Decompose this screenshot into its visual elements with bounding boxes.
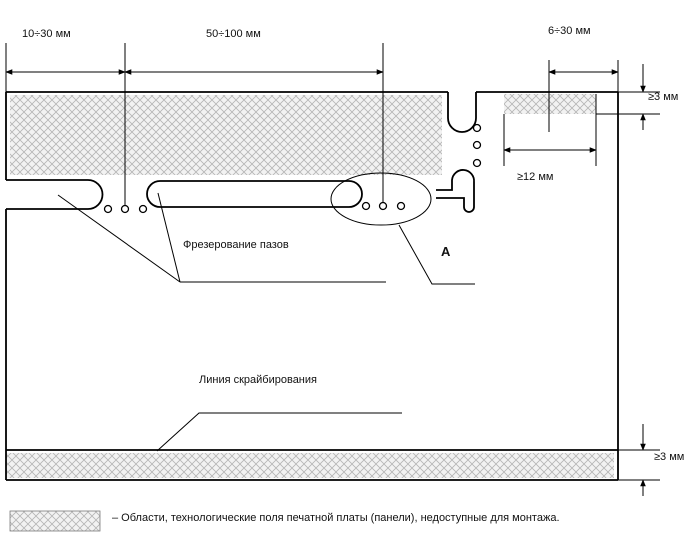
dim-top-edge-label: ≥3 мм: [648, 91, 678, 103]
slot-right-corner: [436, 169, 475, 213]
restricted-area-top-right: [504, 94, 596, 114]
callout-scribe-line: Линия скрайбирования: [156, 374, 402, 452]
restricted-areas: [6, 94, 614, 478]
legend-swatch: [9, 510, 101, 532]
dim-middle-label: 50÷100 мм: [206, 28, 261, 40]
dimension-top-right: 6÷30 мм: [548, 25, 619, 132]
hole: [396, 201, 406, 211]
dim-bottom-edge-label: ≥3 мм: [654, 451, 684, 463]
legend-text: – Области, технологические поля печатной…: [112, 512, 560, 524]
restricted-area-bottom: [6, 453, 614, 478]
breakaway-holes: [103, 123, 482, 214]
slot-left: [6, 179, 104, 210]
dimension-min-gap: ≥12 мм: [503, 94, 597, 183]
detail-a-label: А: [441, 244, 451, 259]
hole: [103, 204, 113, 214]
scribe-line-label: Линия скрайбирования: [199, 374, 317, 386]
hole: [472, 158, 482, 168]
callout-slot-milling: Фрезерование пазов: [57, 192, 386, 283]
dim-top-right-label: 6÷30 мм: [548, 25, 591, 37]
slot-right-vertical: [447, 92, 477, 133]
dimension-middle: 50÷100 мм: [124, 28, 384, 202]
legend: – Области, технологические поля печатной…: [9, 510, 560, 532]
detail-a-ellipse: [330, 172, 432, 226]
slot-middle: [146, 180, 363, 208]
hole: [472, 123, 482, 133]
restricted-area-top-left: [10, 95, 442, 175]
dimension-top-edge: ≥3 мм: [596, 64, 678, 130]
dimension-bottom-edge: ≥3 мм: [618, 424, 684, 496]
callout-detail-a: А: [398, 224, 475, 285]
hole: [120, 204, 130, 214]
dim-min-gap-label: ≥12 мм: [517, 171, 553, 183]
dim-left-label: 10÷30 мм: [22, 28, 71, 40]
panel-outline: [5, 91, 619, 481]
hole: [378, 201, 388, 211]
hole: [472, 140, 482, 150]
slot-milling-label: Фрезерование пазов: [183, 239, 289, 251]
hole: [138, 204, 148, 214]
milled-slots: [6, 92, 477, 213]
hole: [361, 201, 371, 211]
